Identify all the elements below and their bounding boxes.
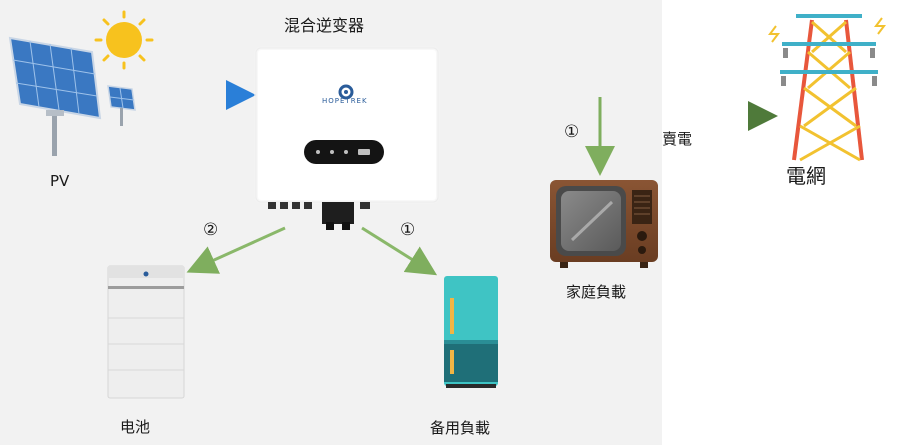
backup-load-label: 备用負載 [430, 419, 491, 437]
grid-label: 電網 [786, 164, 826, 188]
fridge-icon [444, 276, 498, 388]
hybrid-inverter [254, 46, 440, 230]
small-solar-panel-icon [107, 85, 136, 126]
battery-label: 电池 [120, 418, 151, 436]
home-load-label: 家庭負載 [566, 283, 627, 301]
sell-label: 賣電 [662, 130, 693, 148]
backup-load-marker: ① [400, 220, 416, 240]
home-load-marker: ① [564, 122, 580, 142]
backup-load-flow-arrow [361, 226, 438, 276]
inverter-title: 混合逆变器 [284, 16, 365, 35]
battery-icon [107, 265, 185, 399]
inverter-brand-text: HOPETREK [322, 97, 368, 105]
battery-flow-arrow [186, 226, 286, 274]
solar-panel-icon [8, 36, 102, 156]
television-icon [550, 180, 658, 268]
pv-label: PV [50, 172, 70, 190]
power-tower-icon [768, 14, 886, 162]
sun-icon [94, 10, 154, 70]
battery-marker: ② [203, 220, 219, 240]
brand-logo-icon [338, 84, 354, 100]
